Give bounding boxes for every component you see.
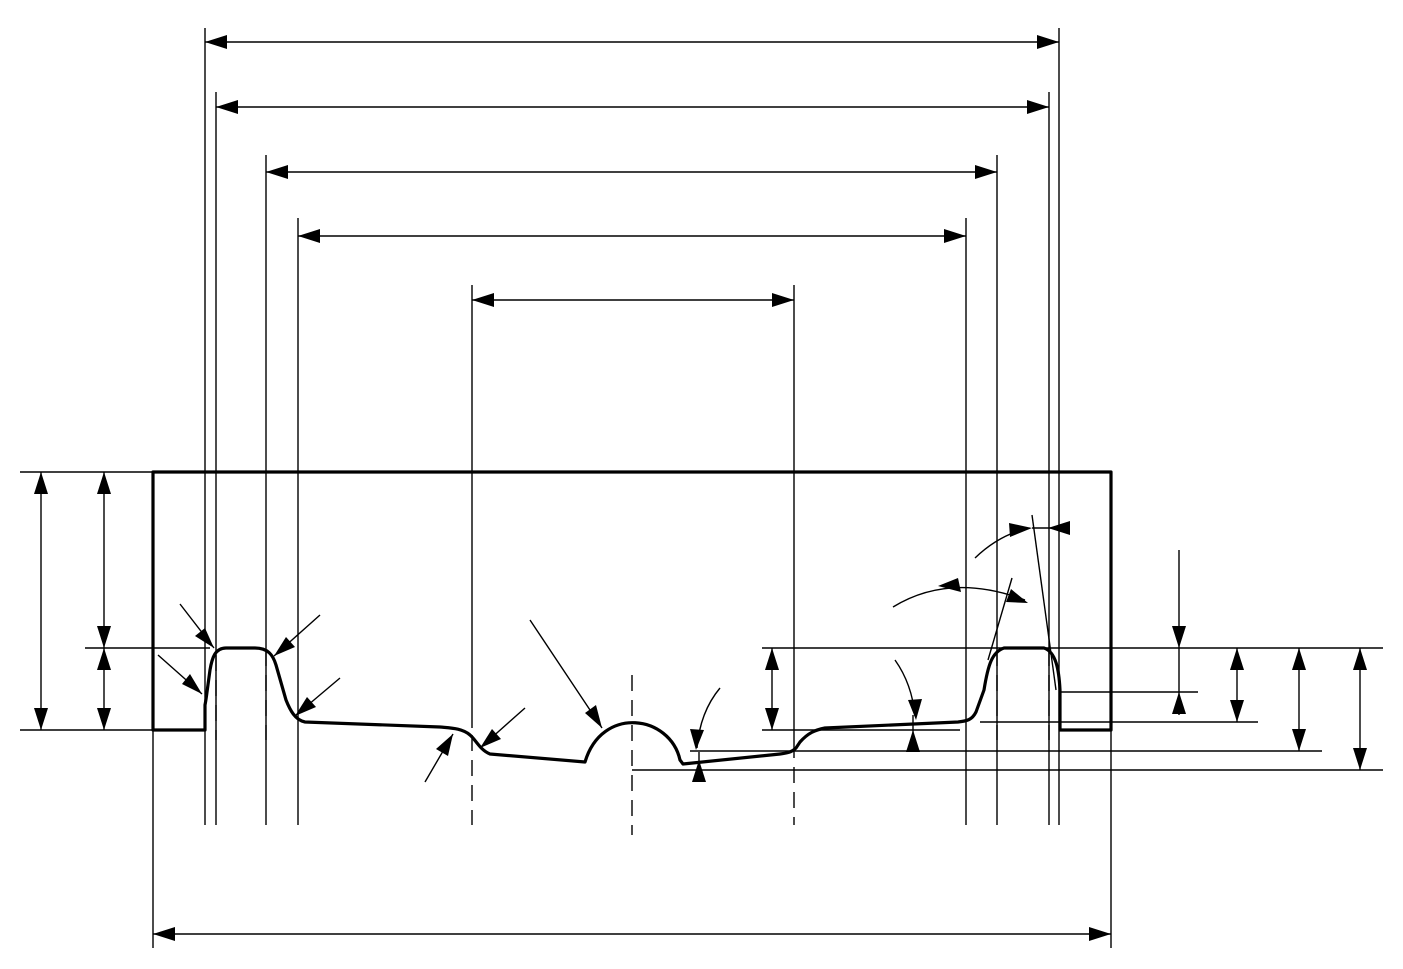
left-vertical-dimensions <box>34 472 111 730</box>
part-outline <box>151 470 1113 766</box>
horizontal-extension-lines <box>20 471 1383 771</box>
center-lines <box>215 650 1050 835</box>
leader-lines <box>157 603 603 783</box>
vertical-extension-lines <box>152 28 1112 948</box>
horizontal-dimension-lines <box>153 35 1111 941</box>
angle-arcs <box>690 514 1070 750</box>
right-vertical-dimensions <box>692 550 1367 782</box>
